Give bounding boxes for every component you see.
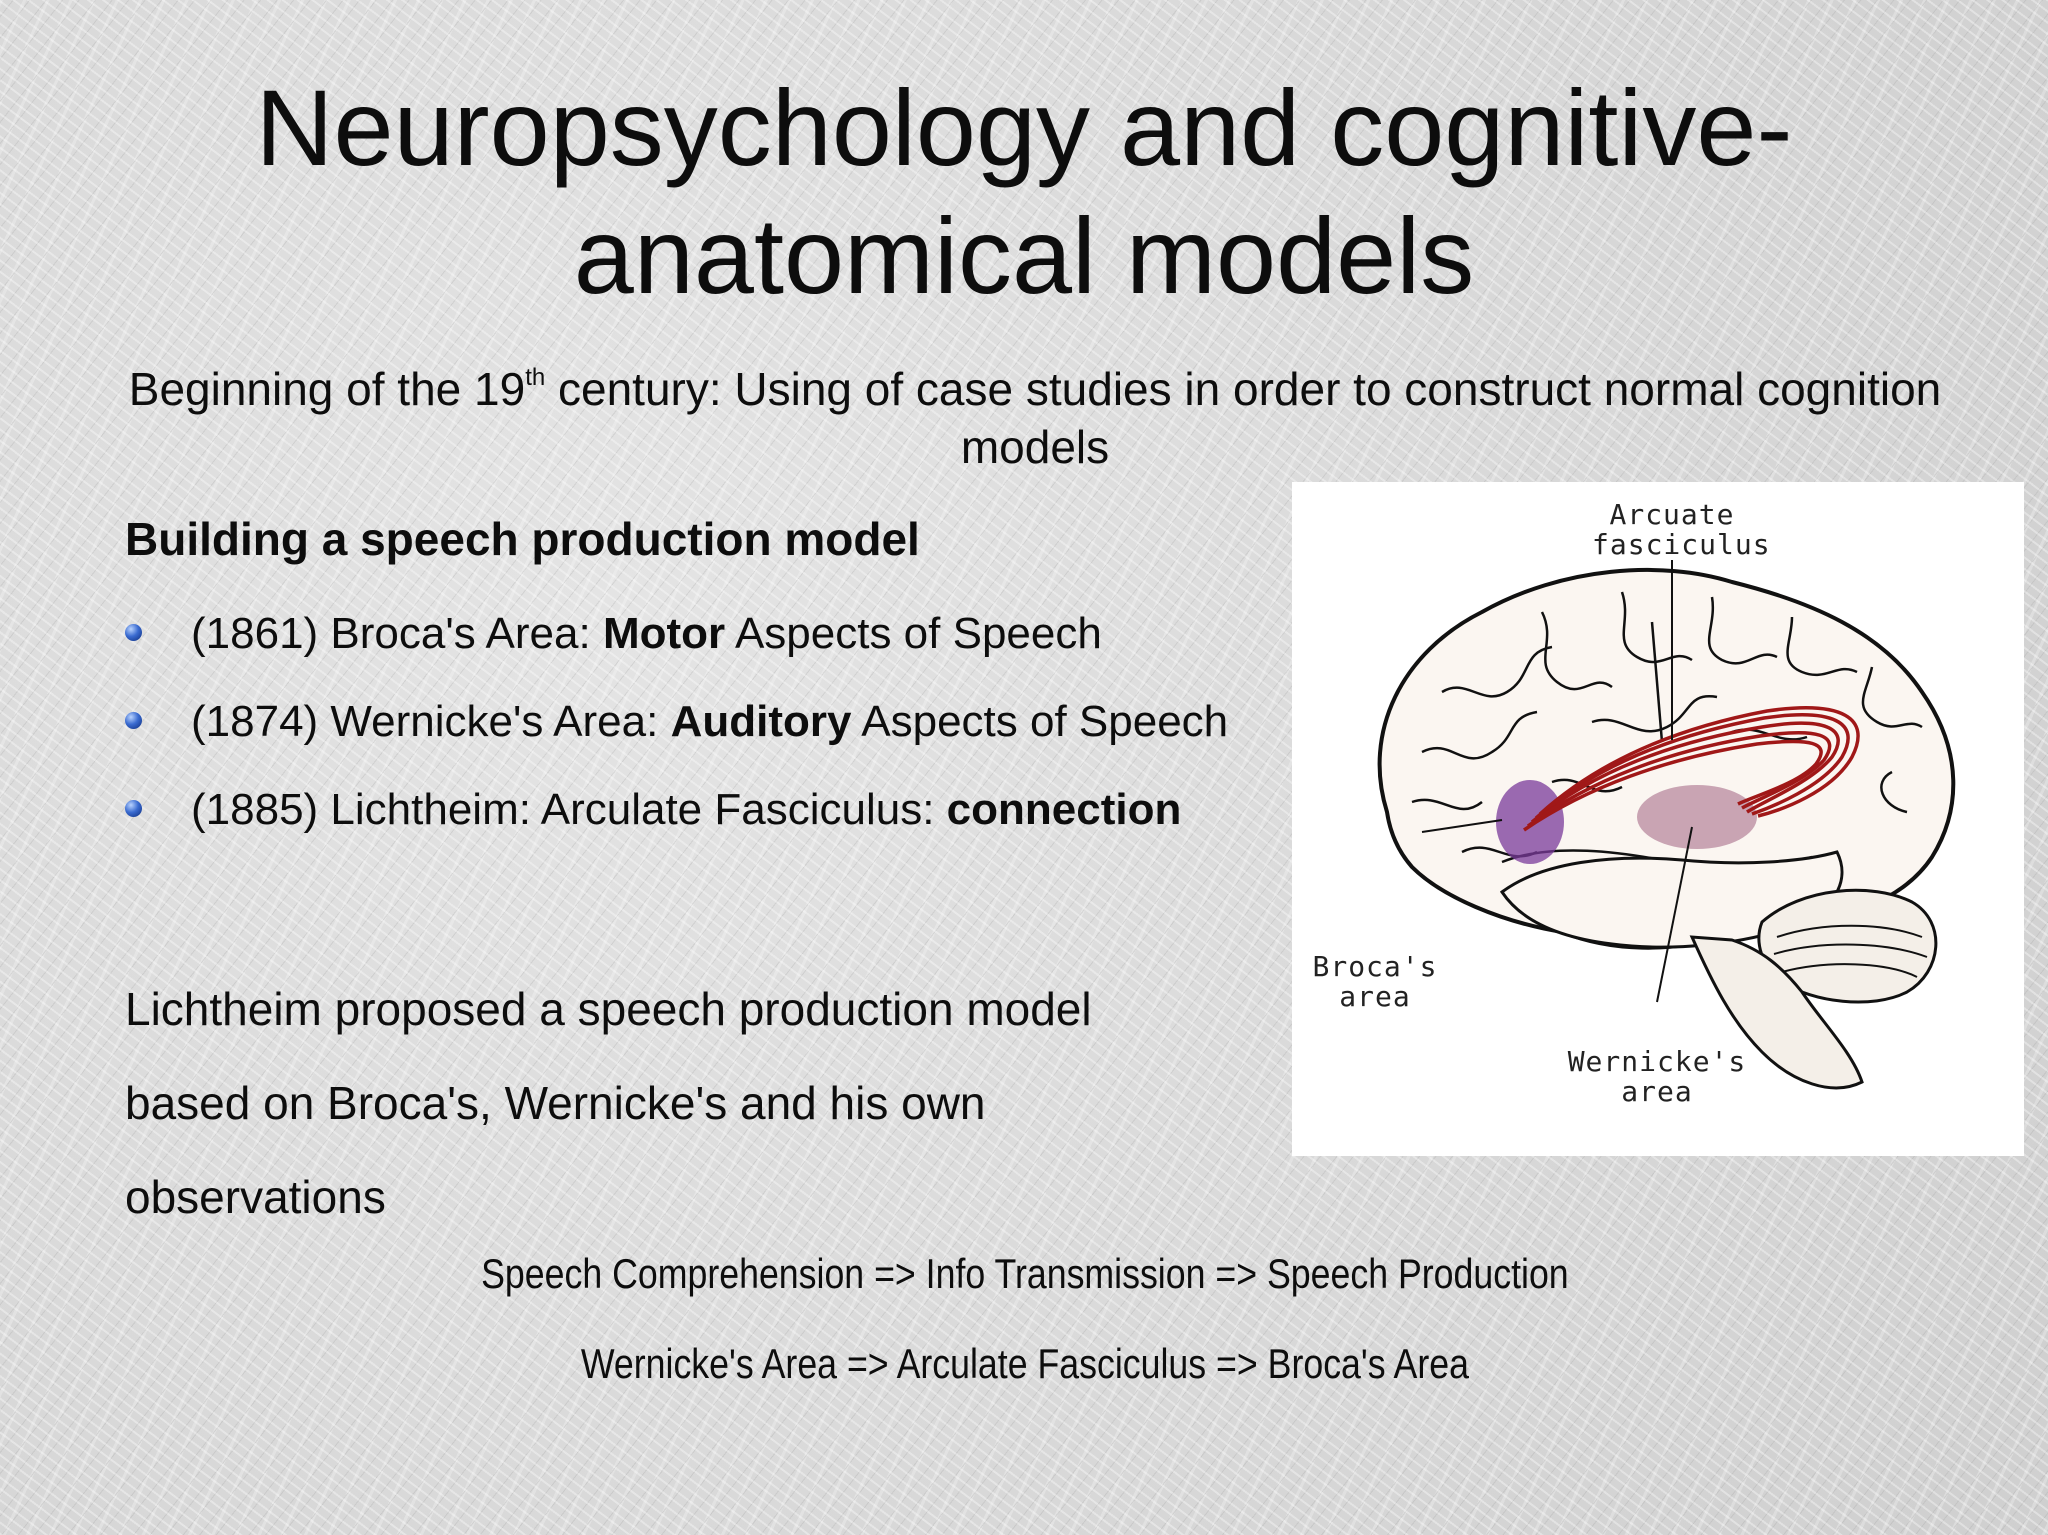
- slide-title-line-1: Neuropsychology and cognitive-: [255, 67, 1793, 188]
- bullet-item: (1861) Broca's Area: Motor Aspects of Sp…: [125, 600, 1228, 688]
- label-arcuate-fasciculus: Arcuate fasciculus: [1592, 498, 1770, 560]
- cerebellum-folds: [1773, 924, 1928, 978]
- subtitle-text-end: century: Using of case studies in order …: [545, 363, 1942, 473]
- label-arcuate-line-2: fasciculus: [1592, 528, 1771, 561]
- label-wernickes-area: Wernicke's area: [1552, 1047, 1762, 1107]
- subtitle-text-start: Beginning of the 19: [128, 363, 526, 415]
- arcuate-fasciculus-fibers: [1523, 706, 1860, 832]
- bullet-bold-text: connection: [946, 785, 1182, 834]
- broca-region: [1496, 780, 1564, 864]
- wernicke-region: [1637, 785, 1757, 849]
- slide-title-line-2: anatomical models: [573, 195, 1475, 316]
- brain-illustration: [1377, 560, 1956, 1090]
- body-paragraph: Lichtheim proposed a speech production m…: [125, 962, 1275, 1244]
- slide-subtitle: Beginning of the 19th century: Using of …: [110, 360, 1960, 476]
- paragraph-line: based on Broca's, Wernicke's and his own: [125, 1077, 986, 1129]
- slide-title: Neuropsychology and cognitive- anatomica…: [0, 64, 2048, 320]
- bullet-list: (1861) Broca's Area: Motor Aspects of Sp…: [125, 600, 1228, 864]
- paragraph-line: Lichtheim proposed a speech production m…: [125, 983, 1092, 1035]
- bullet-icon: [125, 712, 142, 729]
- bullet-text: (1885) Lichtheim: Arculate Fasciculus:: [191, 785, 947, 834]
- brainstem: [1689, 935, 1864, 1090]
- bullet-item: (1874) Wernicke's Area: Auditory Aspects…: [125, 688, 1228, 776]
- pointer-lines: [1421, 560, 1693, 1003]
- bullet-text-end: Aspects of Speech: [851, 697, 1229, 746]
- bullet-icon: [125, 624, 142, 641]
- label-arcuate-line-1: Arcuate: [1609, 498, 1735, 531]
- bullet-item: (1885) Lichtheim: Arculate Fasciculus: c…: [125, 776, 1228, 864]
- bullet-text-end: Aspects of Speech: [725, 609, 1102, 658]
- bullet-bold-text: Motor: [602, 609, 726, 658]
- subtitle-superscript: th: [525, 364, 546, 391]
- bullet-text: (1861) Broca's Area:: [191, 609, 603, 658]
- label-wernicke-line-1: Wernicke's: [1567, 1045, 1747, 1078]
- label-broca-line-1: Broca's: [1312, 950, 1438, 983]
- flow-line-areas: Wernicke's Area => Arculate Fasciculus =…: [580, 1340, 1469, 1387]
- section-heading: Building a speech production model: [125, 513, 920, 565]
- brain-diagram: Arcuate fasciculus Broca's area Wernicke…: [1292, 482, 2024, 1156]
- bullet-text: (1874) Wernicke's Area:: [191, 697, 671, 746]
- flow-line-functions: Speech Comprehension => Info Transmissio…: [481, 1250, 1569, 1297]
- label-wernicke-line-2: area: [1621, 1075, 1693, 1108]
- label-broca-line-2: area: [1339, 980, 1411, 1013]
- bullet-icon: [125, 800, 142, 817]
- bullet-bold-text: Auditory: [670, 697, 852, 746]
- label-brocas-area: Broca's area: [1300, 952, 1450, 1012]
- paragraph-line: observations: [125, 1171, 386, 1223]
